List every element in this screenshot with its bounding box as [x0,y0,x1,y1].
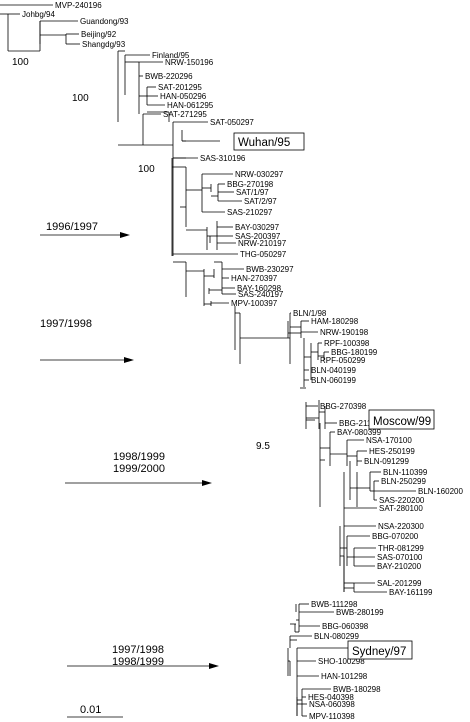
leaf-label-bay-080399: BAY-080399 [337,428,382,437]
leaf-label-sat-201295: SAT-201295 [158,83,202,92]
leaf-label-mvp-240196: MVP-240196 [55,1,102,10]
leaf-label-bbg-060398: BBG-060398 [322,622,369,631]
leaf-label-sat-1-97: SAT/1/97 [236,188,269,197]
highlight-box-wuhan-95 [233,132,305,151]
leaf-label-sat-271295: SAT-271295 [163,110,207,119]
leaf-label-bln-060199: BLN-060199 [311,376,356,385]
leaf-labels: Johbg/94MVP-240196Guandong/93Beijing/92S… [22,1,463,721]
period-arrow-head-3 [209,663,219,669]
leaf-label-mpv-110398: MPV-110398 [309,712,355,721]
period-label-2-1: 1999/2000 [113,463,165,475]
leaf-label-johbg-94: Johbg/94 [22,10,55,19]
leaf-label-han-061295: HAN-061295 [167,101,214,110]
leaf-label-sat-050297: SAT-050297 [210,118,254,127]
leaf-label-han-050296: HAN-050296 [160,92,207,101]
period-label-3-0: 1997/1998 [112,644,164,656]
leaf-label-bln-040199: BLN-040199 [311,366,356,375]
leaf-label-bln-1-98: BLN/1/98 [293,309,327,318]
leaf-label-sas-240197: SAS-240197 [238,290,284,299]
season-arrows: 1996/19971997/19981998/19991999/20001997… [40,221,219,669]
scale-bar-label: 0.01 [80,704,101,716]
leaf-label-sho-100298: SHO-100298 [318,657,365,666]
leaf-label-bln-091299: BLN-091299 [364,457,409,466]
leaf-label-bbg-270398: BBG-270398 [320,402,367,411]
tree-branches [0,4,416,717]
leaf-label-sat-2-97: SAT/2/97 [244,197,277,206]
leaf-label-beijing-92: Beijing/92 [81,30,117,39]
period-label-3-1: 1998/1999 [112,656,164,668]
leaf-label-shangdg-93: Shangdg/93 [82,40,126,49]
leaf-label-mpv-100397: MPV-100397 [231,299,278,308]
leaf-label-bbg-180199: BBG-180199 [331,348,378,357]
bootstrap-value-1: 100 [72,93,89,104]
leaf-label-bln-080299: BLN-080299 [314,632,359,641]
period-label-0-0: 1996/1997 [46,221,98,233]
highlight-box-sydney-97 [347,640,413,660]
leaf-label-sas-310196: SAS-310196 [200,154,246,163]
leaf-label-bay-210200: BAY-210200 [377,562,422,571]
bootstrap-value-0: 100 [12,57,29,68]
leaf-label-hes-250199: HES-250199 [369,447,415,456]
leaf-label-bay-161199: BAY-161199 [389,588,433,597]
highlight-box-moscow-99 [368,409,435,430]
leaf-label-thr-081299: THR-081299 [378,544,424,553]
leaf-label-ham-180298: HAM-180298 [311,317,359,326]
leaf-label-bwb-230297: BWB-230297 [246,265,294,274]
leaf-label-sat-280100: SAT-280100 [379,504,423,513]
leaf-label-sas-210297: SAS-210297 [227,208,273,217]
leaf-label-rpf-050299: RPF-050299 [320,356,366,365]
bootstrap-values: 100 100 100 9.5 [12,57,270,452]
leaf-label-sydney-97: Sydney/97 [352,646,406,658]
leaf-label-sal-201299: SAL-201299 [377,579,422,588]
leaf-label-bay-030297: BAY-030297 [235,223,280,232]
leaf-label-bay-160298: BAY-160298 [237,284,282,293]
period-arrow-head-0 [120,232,130,238]
leaf-label-nsa-060398: NSA-060398 [309,700,355,709]
period-arrow-head-2 [202,480,212,486]
leaf-label-bbg-070200: BBG-070200 [372,532,419,541]
leaf-label-nrw-150196: NRW-150196 [165,58,214,67]
leaf-label-bbg-270198: BBG-270198 [227,180,274,189]
period-label-2-0: 1998/1999 [113,451,165,463]
leaf-label-nsa-170100: NSA-170100 [366,436,412,445]
leaf-label-nrw-030297: NRW-030297 [235,170,284,179]
bootstrap-value-3: 9.5 [256,441,270,452]
leaf-label-hes-040398: HES-040398 [308,693,354,702]
leaf-label-guandong-93: Guandong/93 [80,17,129,26]
leaf-label-bwb-111298: BWB-111298 [311,600,358,609]
bootstrap-value-2: 100 [138,164,155,175]
leaf-label-bwb-220296: BWB-220296 [145,72,193,81]
leaf-label-bln-110399: BLN-110399 [383,468,428,477]
leaf-label-rpf-100398: RPF-100398 [324,339,370,348]
leaf-label-finland-95: Finland/95 [152,51,190,60]
leaf-label-nrw-190198: NRW-190198 [320,328,369,337]
leaf-label-bwb-280199: BWB-280199 [336,608,384,617]
leaf-label-wuhan-95: Wuhan/95 [238,137,290,149]
leaf-label-thg-050297: THG-050297 [240,250,287,259]
leaf-label-nrw-210197: NRW-210197 [238,239,287,248]
leaf-label-bbg-211298: BBG-211298 [339,419,385,428]
leaf-label-bln-160200: BLN-160200 [418,487,463,496]
leaf-label-han-270397: HAN-270397 [231,274,278,283]
leaf-label-han-101298: HAN-101298 [321,672,368,681]
leaf-label-moscow-99: Moscow/99 [373,416,431,428]
leaf-label-sas-220200: SAS-220200 [379,496,425,505]
leaf-label-bln-250299: BLN-250299 [381,477,426,486]
period-arrow-head-1 [124,357,134,363]
leaf-label-sas-200397: SAS-200397 [235,232,281,241]
leaf-label-nsa-220300: NSA-220300 [378,522,424,531]
scale-bar: 0.01 [67,704,123,718]
leaf-label-sas-070100: SAS-070100 [377,553,423,562]
period-label-1-0: 1997/1998 [40,318,92,330]
leaf-label-bwb-180298: BWB-180298 [333,685,381,694]
